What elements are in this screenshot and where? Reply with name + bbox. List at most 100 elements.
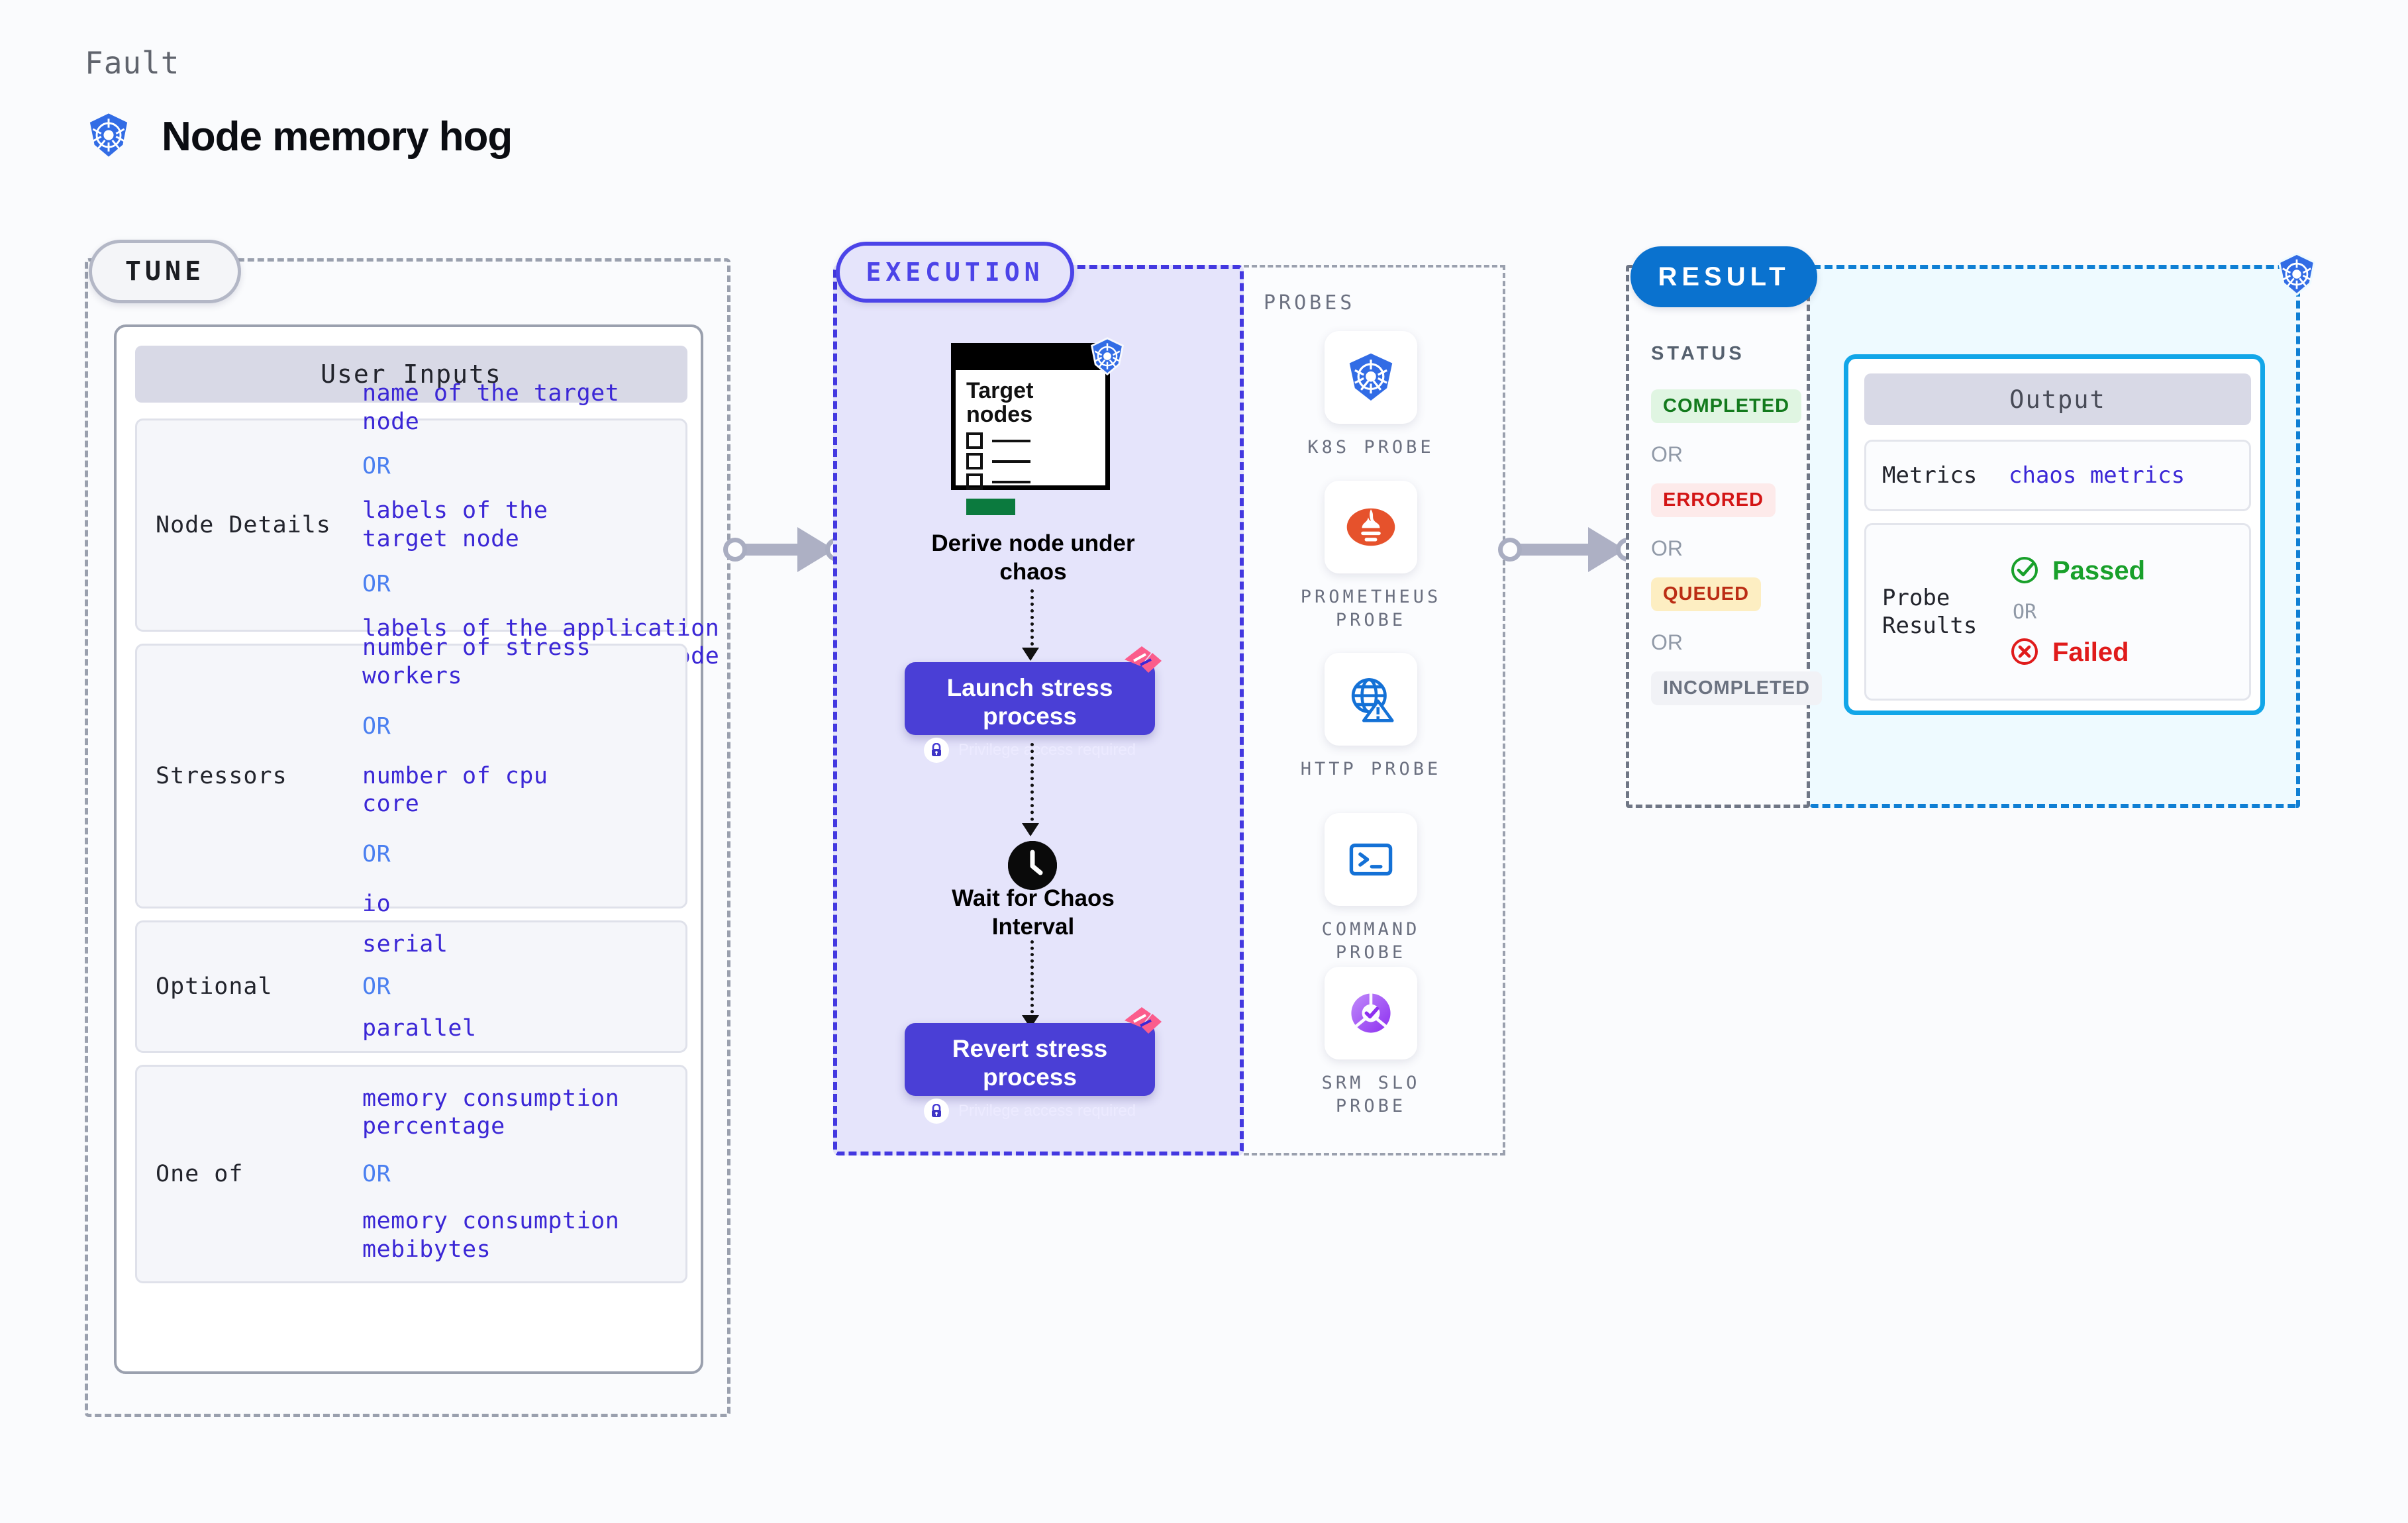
srm-slo-icon	[1325, 967, 1417, 1059]
privilege-note: Privilege access required	[958, 740, 1136, 759]
probe-command[interactable]: COMMAND PROBE	[1285, 813, 1457, 964]
step-caption-derive: Derive node under chaos	[931, 530, 1135, 585]
row-value: number of stress workers	[362, 634, 591, 689]
step-caption-wait: Wait for Chaos Interval	[952, 885, 1115, 940]
fault-title-row: Node memory hog	[85, 111, 513, 162]
target-nodes-card: Target nodes	[951, 343, 1110, 516]
connector-execution-to-result	[1498, 523, 1640, 576]
terminal-icon	[1325, 813, 1417, 906]
probe-label: COMMAND PROBE	[1321, 919, 1421, 963]
probes-title: PROBES	[1264, 291, 1356, 315]
row-value: io	[362, 891, 391, 918]
row-value: name of the target node	[362, 379, 620, 435]
probe-k8s[interactable]: K8S PROBE	[1285, 331, 1457, 459]
table-row: One of memory consumption percentage OR …	[135, 1065, 687, 1283]
probe-label: HTTP PROBE	[1300, 759, 1442, 779]
table-row: Optional serial OR parallel	[135, 920, 687, 1053]
row-label: Optional	[156, 973, 273, 1000]
status-separator: OR	[1651, 536, 1683, 560]
probe-result-passed: Passed	[2009, 554, 2145, 589]
flow-arrow-head	[1022, 823, 1039, 836]
connector-tune-to-execution	[723, 523, 849, 576]
flow-arrow	[1030, 743, 1034, 828]
probe-prometheus[interactable]: PROMETHEUS PROBE	[1285, 481, 1457, 632]
output-card: Output Metrics chaos metrics Probe Resul…	[1844, 354, 2265, 715]
user-inputs-card: User Inputs Node Details name of the tar…	[114, 324, 719, 1374]
status-badge-completed: COMPLETED	[1651, 389, 1802, 423]
result-status-panel	[1626, 265, 1810, 808]
progress-bar	[966, 499, 1015, 516]
checkbox-icon	[966, 453, 983, 470]
flow-arrow-head	[1022, 648, 1039, 661]
probe-result-failed: Failed	[2009, 636, 2145, 670]
row-value: labels of the target node	[362, 497, 548, 552]
row-value: memory consumption percentage	[362, 1085, 620, 1140]
check-circle-icon	[2009, 554, 2040, 589]
flag-ribbon-icon	[1122, 644, 1164, 682]
fault-kicker: Fault	[85, 45, 180, 81]
row-label: Node Details	[156, 512, 331, 538]
tune-badge[interactable]: TUNE	[89, 240, 241, 303]
globe-warning-icon	[1325, 653, 1417, 746]
row-label: Metrics	[1882, 462, 1978, 489]
probe-srm-slo[interactable]: SRM SLO PROBE	[1285, 967, 1457, 1118]
table-row: Stressors number of stress workers OR nu…	[135, 634, 687, 917]
status-separator: OR	[1651, 442, 1683, 466]
kubernetes-icon	[1325, 331, 1417, 424]
status-separator: OR	[1651, 630, 1683, 654]
flag-ribbon-icon	[1122, 1005, 1164, 1043]
clock-icon	[1008, 841, 1057, 890]
row-value: chaos metrics	[2009, 462, 2185, 489]
status-badge-incompleted: INCOMPLETED	[1651, 671, 1823, 705]
row-value: number of cpu core	[362, 762, 548, 818]
lock-icon	[923, 737, 949, 763]
lock-icon	[923, 1098, 949, 1124]
status-title: STATUS	[1651, 343, 1745, 364]
row-separator: OR	[362, 712, 391, 740]
row-value: serial	[362, 931, 448, 958]
row-separator: OR	[362, 570, 391, 597]
status-badge-errored: ERRORED	[1651, 483, 1776, 517]
row-separator: OR	[362, 973, 391, 1000]
checkbox-icon	[966, 473, 983, 491]
page-title: Node memory hog	[162, 113, 513, 160]
probe-http[interactable]: HTTP PROBE	[1285, 653, 1457, 781]
prometheus-icon	[1325, 481, 1417, 573]
card-titlebar	[956, 348, 1105, 370]
probe-label: K8S PROBE	[1307, 437, 1434, 458]
probe-failed-label: Failed	[2052, 638, 2129, 667]
row-value: memory consumption mebibytes	[362, 1208, 620, 1263]
checkbox-line	[956, 471, 1105, 492]
execution-badge[interactable]: EXECUTION	[836, 242, 1074, 303]
checkbox-icon	[966, 432, 983, 450]
table-row: Node Details name of the target node OR …	[135, 380, 719, 669]
x-circle-icon	[2009, 636, 2040, 670]
step-title: Launch stress process	[946, 674, 1113, 730]
tune-panel	[85, 258, 730, 1417]
row-separator: OR	[362, 453, 391, 480]
flow-arrow	[1030, 589, 1034, 652]
target-nodes-title: Target nodes	[966, 378, 1034, 427]
checkbox-line	[956, 430, 1105, 451]
output-row-metrics: Metrics chaos metrics	[1864, 440, 2251, 511]
checkbox-line	[956, 451, 1105, 471]
revert-stress-process-box[interactable]: Revert stress process Privilege access r…	[905, 1007, 1162, 1124]
probe-label: SRM SLO PROBE	[1321, 1073, 1421, 1117]
row-label: Probe Results	[1882, 584, 1978, 640]
result-badge[interactable]: RESULT	[1630, 246, 1817, 307]
flow-arrow	[1030, 940, 1034, 1020]
row-value: parallel	[362, 1015, 477, 1042]
status-badge-queued: QUEUED	[1651, 577, 1762, 611]
probe-passed-label: Passed	[2052, 556, 2146, 585]
output-row-probe-results: Probe Results Passed OR	[1864, 523, 2251, 701]
row-separator: OR	[362, 841, 391, 868]
kubernetes-icon	[1087, 336, 1127, 379]
launch-stress-process-box[interactable]: Launch stress process Privilege access r…	[905, 646, 1162, 763]
kubernetes-icon	[2274, 252, 2319, 297]
privilege-note: Privilege access required	[958, 1101, 1136, 1120]
probe-result-separator: OR	[2013, 600, 2037, 624]
output-title: Output	[1864, 373, 2251, 425]
row-separator: OR	[362, 1161, 391, 1187]
row-label: One of	[156, 1161, 244, 1187]
user-inputs-title: User Inputs	[135, 346, 687, 403]
